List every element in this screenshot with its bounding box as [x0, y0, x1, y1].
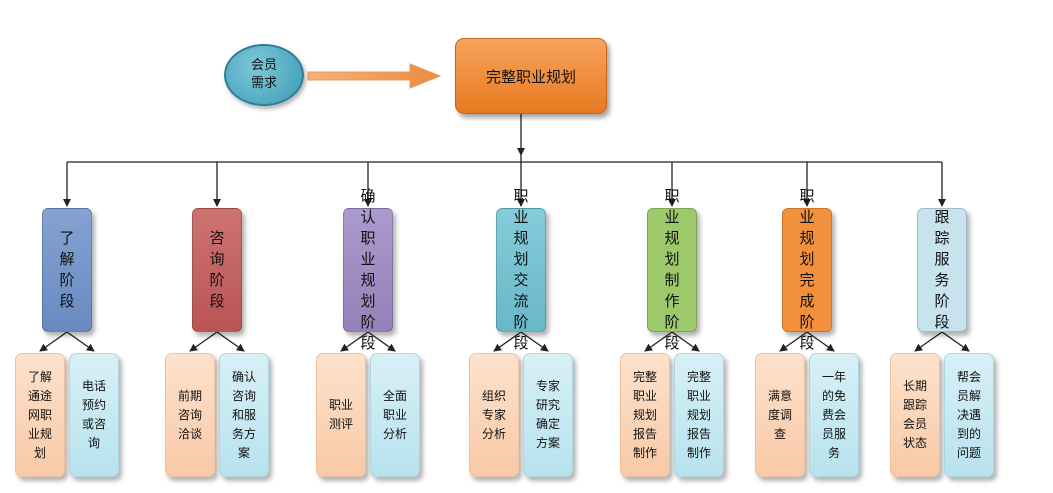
substep-node-3-1: 职业测评 [316, 353, 366, 477]
substep-label-5-2: 完整职业规划报告制作 [686, 369, 711, 460]
substep-node-7-1: 长期跟踪会员状态 [890, 353, 940, 477]
substep-label-3-2: 全面职业分析 [382, 388, 407, 441]
substep-label-1-1: 了解通途网职业规划 [27, 369, 52, 460]
substep-node-3-2: 全面职业分析 [370, 353, 420, 477]
sub-arrow-4-2 [520, 331, 549, 352]
substep-label-7-1: 长期跟踪会员状态 [902, 379, 927, 450]
stage-node-1: 了解阶段 [42, 208, 92, 332]
stage-label-1: 了解阶段 [59, 229, 75, 310]
substep-label-4-2: 专家研究确定方案 [535, 379, 560, 450]
root-node: 完整职业规划 [455, 38, 607, 114]
stage-label-3: 确认职业规划阶段 [360, 187, 376, 352]
substep-label-6-2: 一年的免费会员服务 [821, 369, 846, 460]
sub-arrow-1-1 [39, 331, 68, 352]
substep-node-1-1: 了解通途网职业规划 [15, 353, 65, 477]
sub-arrow-3-2 [367, 331, 396, 352]
substep-label-7-2: 帮会员解决遇到的问题 [956, 369, 981, 460]
substep-node-6-1: 满意度调查 [755, 353, 805, 477]
substep-node-5-2: 完整职业规划报告制作 [674, 353, 724, 477]
substep-node-6-2: 一年的免费会员服务 [809, 353, 859, 477]
substep-node-7-2: 帮会员解决遇到的问题 [944, 353, 994, 477]
stage-label-4: 职业规划交流阶段 [513, 187, 529, 352]
stage-node-3: 确认职业规划阶段 [343, 187, 393, 352]
substep-label-3-1: 职业测评 [328, 398, 353, 431]
stage-label-7: 跟踪服务阶段 [934, 208, 950, 331]
stage-label-2: 咨询阶段 [209, 229, 225, 310]
sub-arrow-5-2 [671, 331, 700, 352]
sub-arrow-6-1 [779, 331, 808, 352]
substep-node-2-2: 确认咨询和服务方案 [219, 353, 269, 477]
stage-node-6: 职业规划完成阶段 [782, 187, 832, 352]
sub-arrow-7-2 [941, 331, 970, 352]
substep-node-5-1: 完整职业规划报告制作 [620, 353, 670, 477]
substep-node-2-1: 前期咨询洽谈 [165, 353, 215, 477]
sub-arrow-3-1 [340, 331, 369, 352]
member-need-node: 会员 需求 [224, 44, 304, 106]
stage-node-5: 职业规划制作阶段 [647, 187, 697, 352]
substep-node-1-2: 电话预约或咨询 [69, 353, 119, 477]
stage-label-6: 职业规划完成阶段 [799, 187, 815, 352]
sub-arrow-4-1 [493, 331, 522, 352]
stage-node-2: 咨询阶段 [192, 208, 242, 332]
substep-label-1-2: 电话预约或咨询 [81, 379, 106, 450]
member-need-label: 会员 需求 [250, 58, 277, 91]
need-to-root-arrow [307, 63, 442, 89]
sub-arrow-6-2 [806, 331, 835, 352]
substep-label-2-1: 前期咨询洽谈 [177, 388, 202, 441]
sub-arrow-7-1 [914, 331, 943, 352]
substep-label-6-1: 满意度调查 [767, 388, 792, 441]
substep-node-4-2: 专家研究确定方案 [523, 353, 573, 477]
sub-arrow-2-2 [216, 331, 245, 352]
stage-label-5: 职业规划制作阶段 [664, 187, 680, 352]
substep-label-4-1: 组织专家分析 [481, 388, 506, 441]
sub-arrow-5-1 [644, 331, 673, 352]
sub-arrow-1-2 [66, 331, 95, 352]
substep-node-4-1: 组织专家分析 [469, 353, 519, 477]
sub-arrow-2-1 [189, 331, 218, 352]
substep-label-2-2: 确认咨询和服务方案 [231, 369, 256, 460]
stage-node-4: 职业规划交流阶段 [496, 187, 546, 352]
stage-node-7: 跟踪服务阶段 [917, 208, 967, 332]
substep-label-5-1: 完整职业规划报告制作 [632, 369, 657, 460]
root-label: 完整职业规划 [485, 67, 576, 86]
